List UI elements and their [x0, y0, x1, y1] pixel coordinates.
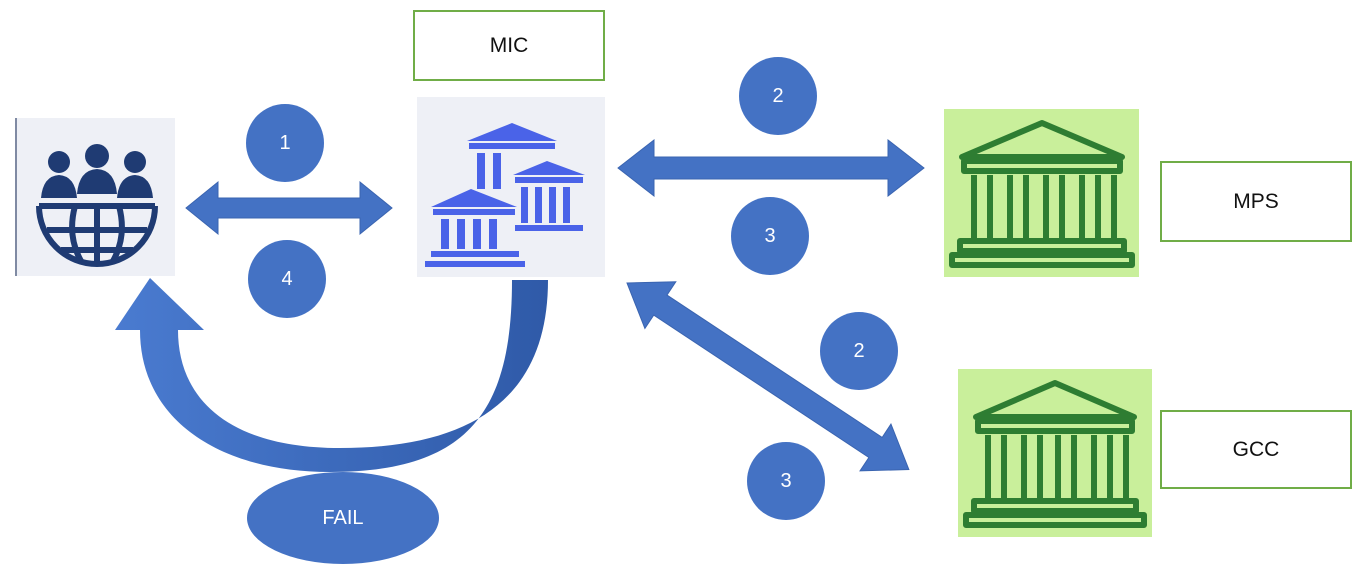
mps-label-box: MPS [1160, 161, 1352, 242]
arrow-mic-mps [617, 138, 925, 198]
mps-node [944, 109, 1139, 277]
arrow-users-mic [185, 180, 393, 236]
step-badge-users-mic-request: 1 [246, 104, 324, 182]
fail-ellipse: FAIL [247, 472, 439, 564]
gcc-label: GCC [1232, 437, 1280, 461]
step-badge-mic-mps-response: 3 [731, 197, 809, 275]
users-node [15, 118, 175, 276]
mic-label-box: MIC [413, 10, 605, 81]
arrow-mic-gcc [626, 281, 910, 472]
mic-node [417, 97, 605, 277]
step-badge-mic-gcc-response: 3 [747, 442, 825, 520]
users-globe-icon [36, 144, 158, 267]
gcc-label-box: GCC [1160, 410, 1352, 489]
step-badge-mic-gcc-request: 2 [820, 312, 898, 390]
step-badge-mic-mps-request: 2 [739, 57, 817, 135]
step-badge-users-mic-response: 4 [248, 240, 326, 318]
fail-curve-arrow [115, 278, 548, 472]
gcc-node [958, 369, 1152, 537]
bank-icon [963, 380, 1147, 528]
mps-label: MPS [1233, 189, 1279, 213]
mic-label: MIC [489, 33, 529, 57]
bank-icon [949, 120, 1135, 268]
bank-buildings-icon [425, 123, 585, 267]
